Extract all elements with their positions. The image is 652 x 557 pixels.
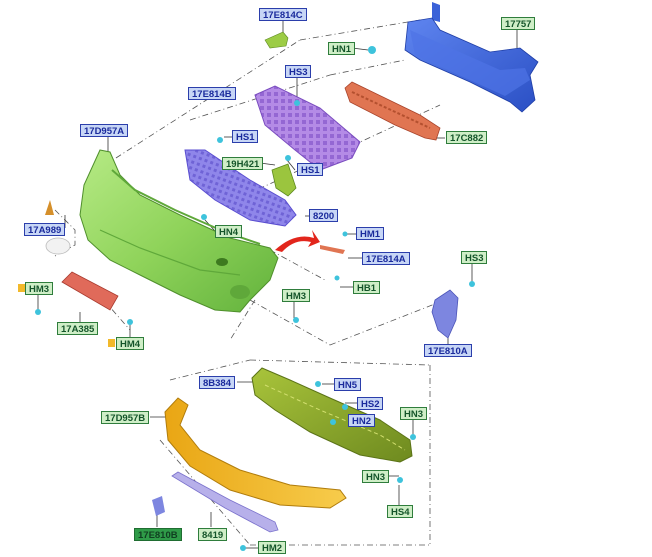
- energy-absorber-17C882[interactable]: [344, 81, 441, 141]
- clip-hn4-icon: [201, 214, 207, 220]
- clip-yellow-hm3-icon: [18, 284, 25, 292]
- label-17D957B[interactable]: 17D957B: [101, 411, 150, 424]
- bracket-17E814A[interactable]: [320, 245, 345, 254]
- clip-hn3-a-icon: [410, 434, 416, 440]
- label-8B384[interactable]: 8B384: [199, 376, 235, 389]
- label-17A989[interactable]: 17A989: [24, 223, 66, 236]
- clip-hm1-icon: [342, 231, 348, 237]
- bracket-17E810B[interactable]: [152, 496, 165, 516]
- bumper-reinforcement-17757[interactable]: [404, 2, 539, 113]
- label-17E814C[interactable]: 17E814C: [259, 8, 307, 21]
- label-HS1-a[interactable]: HS1: [232, 130, 259, 143]
- label-HS3-right[interactable]: HS3: [461, 251, 488, 264]
- clip-hm2-icon: [240, 545, 246, 551]
- clip-hn5-icon: [315, 381, 321, 387]
- label-HS1-b[interactable]: HS1: [297, 163, 324, 176]
- label-HM3-left[interactable]: HM3: [25, 282, 54, 295]
- label-8419[interactable]: 8419: [198, 528, 228, 541]
- label-HM2[interactable]: HM2: [258, 541, 287, 554]
- grille-insert-19H421[interactable]: [271, 163, 297, 197]
- fog-lamp-cap-17A989[interactable]: [45, 200, 71, 255]
- bumper-cover-17D957A[interactable]: [79, 149, 279, 313]
- clip-hm3-left-icon: [35, 309, 41, 315]
- label-HN4[interactable]: HN4: [215, 225, 243, 238]
- label-17C882[interactable]: 17C882: [446, 131, 488, 144]
- clip-hs2-icon: [342, 404, 348, 410]
- label-19H421[interactable]: 19H421: [222, 157, 264, 170]
- label-HS3-top[interactable]: HS3: [285, 65, 312, 78]
- clip-yellow-hm4-icon: [108, 339, 115, 347]
- label-8200[interactable]: 8200: [309, 209, 339, 222]
- fasteners: [18, 46, 475, 551]
- label-17A385[interactable]: 17A385: [57, 322, 99, 335]
- label-HN3-b[interactable]: HN3: [362, 470, 390, 483]
- clip-hm4-icon: [127, 319, 133, 325]
- label-HS4[interactable]: HS4: [387, 505, 414, 518]
- label-17E814B[interactable]: 17E814B: [188, 87, 236, 100]
- label-HN3-a[interactable]: HN3: [400, 407, 428, 420]
- label-HN5[interactable]: HN5: [334, 378, 362, 391]
- direction-arrow: [275, 230, 320, 252]
- clip-hn1-icon: [368, 46, 376, 54]
- clip-hs3-right-icon: [469, 281, 475, 287]
- label-HB1[interactable]: HB1: [353, 281, 381, 294]
- label-17757[interactable]: 17757: [501, 17, 536, 30]
- reflector-17A385[interactable]: [61, 271, 119, 311]
- label-HM4[interactable]: HM4: [116, 337, 145, 350]
- lower-lip-17D957B[interactable]: [164, 397, 347, 509]
- clip-hn2-icon: [330, 419, 336, 425]
- label-HN1[interactable]: HN1: [328, 42, 356, 55]
- label-17E814A[interactable]: 17E814A: [362, 252, 410, 265]
- label-17D957A[interactable]: 17D957A: [80, 124, 129, 137]
- clip-hs1-b-icon: [285, 155, 291, 161]
- clip-hs1-a-icon: [217, 137, 223, 143]
- label-HS2[interactable]: HS2: [357, 397, 384, 410]
- label-17E810B[interactable]: 17E810B: [134, 528, 182, 541]
- clip-hn3-b-icon: [397, 477, 403, 483]
- clip-hb1-icon: [334, 275, 340, 281]
- upper-grille-17E814B[interactable]: [254, 85, 361, 171]
- clip-hs3-top-icon: [294, 100, 300, 106]
- bracket-17E810A[interactable]: [431, 289, 459, 339]
- label-HM1[interactable]: HM1: [356, 227, 385, 240]
- label-HN2[interactable]: HN2: [348, 414, 376, 427]
- trim-strip-8419[interactable]: [171, 471, 279, 533]
- clip-hm3-mid-icon: [293, 317, 299, 323]
- lower-support-8B384[interactable]: [251, 367, 413, 463]
- label-HM3-mid[interactable]: HM3: [282, 289, 311, 302]
- label-17E810A[interactable]: 17E810A: [424, 344, 472, 357]
- bracket-17E814C[interactable]: [264, 31, 289, 49]
